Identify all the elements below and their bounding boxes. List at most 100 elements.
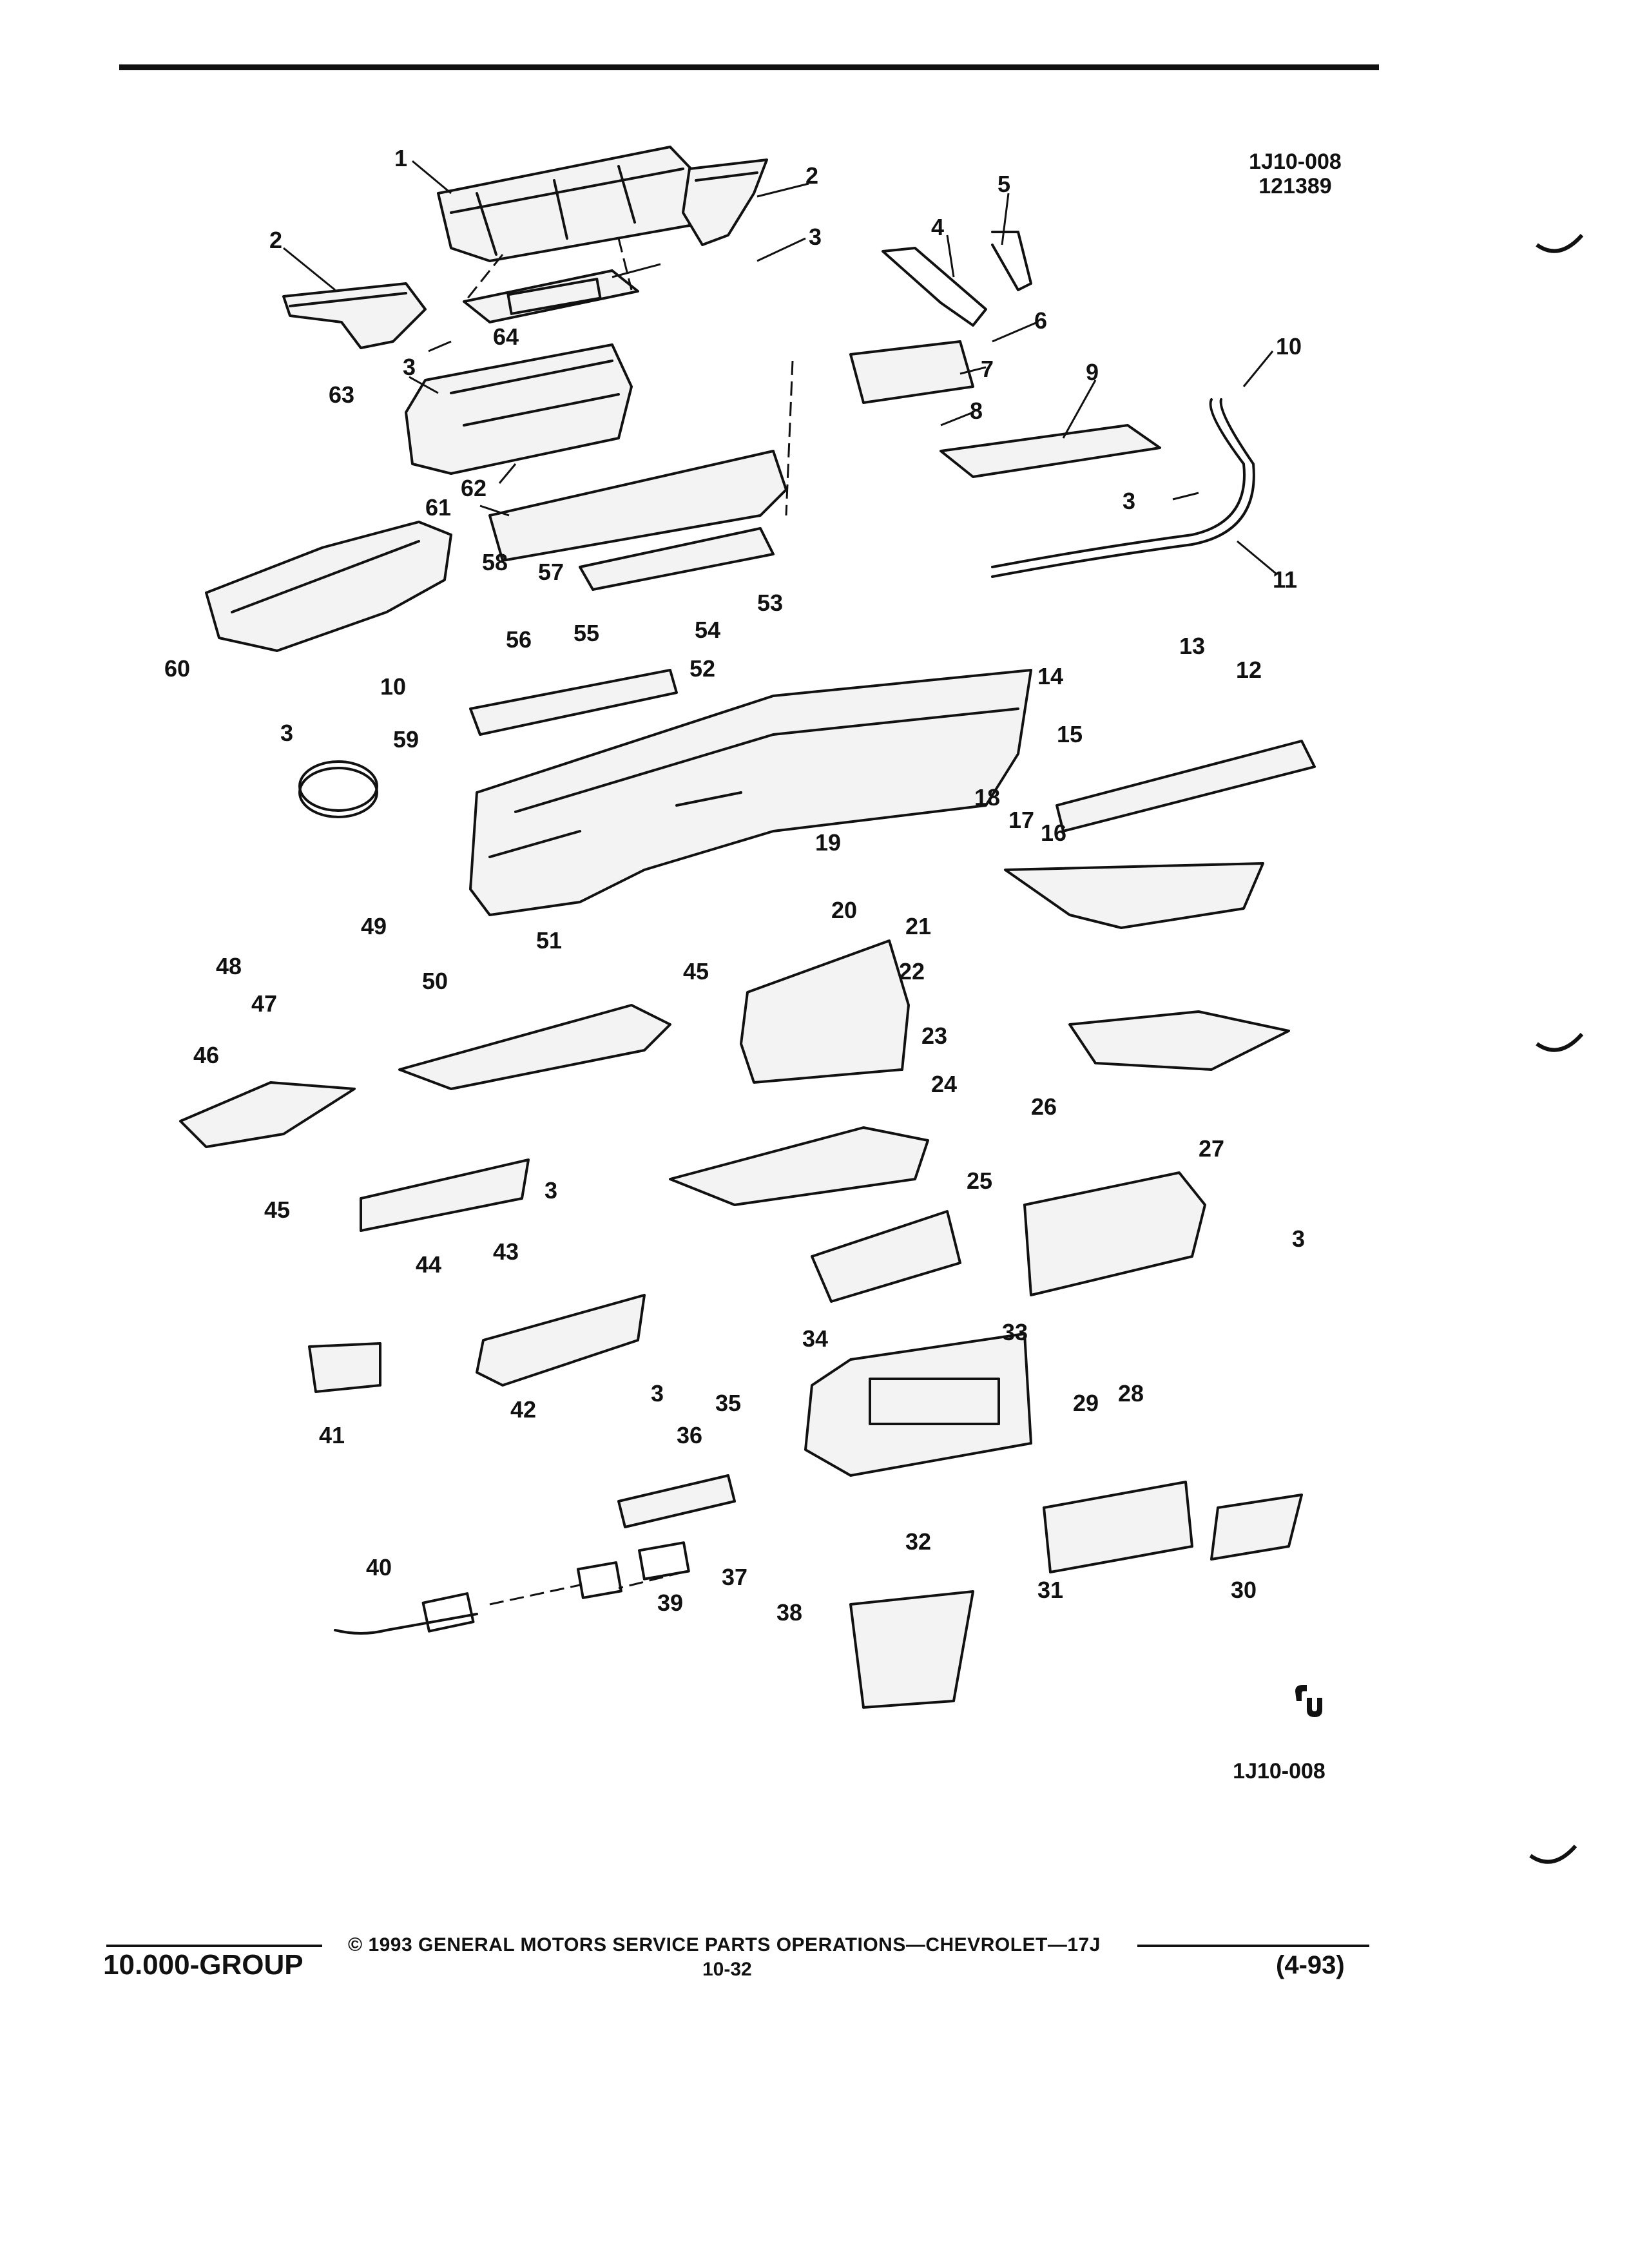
callout-41: 41	[319, 1422, 345, 1448]
part-tray-24	[669, 1126, 929, 1206]
callout-18: 18	[974, 784, 1000, 811]
callout-21: 21	[905, 913, 931, 939]
part-glove-box-27	[1023, 1171, 1206, 1296]
binder-mark-1-icon	[1536, 234, 1584, 253]
part-side-vent-left	[282, 282, 427, 349]
callout-50: 50	[422, 968, 448, 994]
part-radio-31	[1043, 1481, 1193, 1573]
footer-revision: (4-93)	[1276, 1951, 1345, 1979]
callout-12: 12	[1236, 657, 1262, 683]
callout-48: 48	[216, 953, 242, 979]
callout-52: 52	[689, 655, 715, 682]
callout-3-a: 3	[809, 224, 822, 250]
callout-3-c: 3	[1123, 488, 1135, 514]
callout-3-g: 3	[280, 720, 293, 746]
part-control-36	[617, 1474, 736, 1528]
part-tray-50	[398, 1004, 671, 1090]
callout-34: 34	[802, 1325, 828, 1352]
callout-23: 23	[921, 1023, 947, 1049]
part-duct-9	[940, 424, 1161, 478]
callout-16: 16	[1041, 820, 1066, 846]
callout-53: 53	[757, 590, 783, 616]
part-tray-26	[1068, 1010, 1290, 1071]
callout-20: 20	[831, 897, 857, 923]
part-upper-trim-64	[463, 269, 639, 323]
callout-35: 35	[715, 1390, 741, 1416]
callout-38: 38	[776, 1599, 802, 1626]
callout-54: 54	[695, 617, 720, 643]
callout-42: 42	[510, 1396, 536, 1423]
gm-mark-icon	[1295, 1685, 1322, 1717]
part-bezel-21	[740, 939, 910, 1084]
callout-51: 51	[536, 927, 562, 954]
callout-26: 26	[1031, 1093, 1057, 1120]
part-side-vent-right	[682, 159, 768, 246]
callout-29: 29	[1073, 1390, 1099, 1416]
callout-14: 14	[1037, 663, 1063, 689]
part-instrument-panel-14	[469, 669, 1032, 916]
callout-49: 49	[361, 913, 387, 939]
callout-32: 32	[905, 1528, 931, 1555]
callout-57: 57	[538, 559, 564, 585]
callout-11: 11	[1273, 566, 1297, 593]
callout-55: 55	[574, 620, 599, 646]
part-vent-56	[469, 669, 678, 736]
callout-10-left: 10	[380, 673, 406, 700]
callout-60: 60	[164, 655, 190, 682]
callout-3-b: 3	[403, 354, 416, 380]
part-lower-housing-63	[405, 343, 633, 475]
part-console-33	[804, 1332, 1032, 1477]
callout-59: 59	[393, 726, 419, 753]
callout-3-d: 3	[1292, 1225, 1305, 1252]
callout-40: 40	[366, 1554, 392, 1581]
footer-rule-left	[106, 1945, 322, 1947]
callout-4: 4	[931, 214, 944, 240]
callout-30: 30	[1231, 1577, 1257, 1603]
callout-13: 13	[1179, 633, 1205, 659]
part-hose-11	[991, 398, 1255, 578]
callout-7: 7	[981, 356, 994, 382]
callout-62: 62	[461, 475, 487, 501]
callout-9: 9	[1086, 359, 1099, 385]
part-trim-55	[579, 527, 775, 591]
part-trim-42	[476, 1294, 646, 1387]
callout-3-e: 3	[651, 1380, 664, 1407]
part-heater-duct-upper	[437, 146, 697, 262]
callout-10-right: 10	[1276, 333, 1302, 360]
callout-39: 39	[657, 1590, 683, 1616]
figure-code: 1J10-008 121389	[1249, 149, 1342, 198]
footer-rule-right	[1137, 1945, 1369, 1947]
callout-36: 36	[677, 1422, 702, 1448]
callout-3-f: 3	[545, 1177, 557, 1204]
binder-mark-2-icon	[1536, 1033, 1584, 1052]
callout-45-center: 45	[683, 958, 709, 985]
callout-46: 46	[193, 1042, 219, 1068]
callout-61: 61	[425, 494, 451, 521]
callout-19: 19	[815, 829, 841, 856]
binder-mark-3-icon	[1529, 1845, 1577, 1864]
part-module-7	[849, 340, 974, 404]
part-vent-15	[1055, 740, 1316, 832]
callout-56: 56	[506, 626, 532, 653]
callout-2-right: 2	[805, 162, 818, 189]
part-bracket-4	[882, 247, 987, 327]
part-trim-46	[179, 1081, 356, 1148]
callout-37: 37	[722, 1564, 747, 1590]
part-bezel-30	[1210, 1494, 1303, 1561]
part-vent-41	[308, 1342, 381, 1393]
callout-64: 64	[493, 323, 519, 350]
callout-22: 22	[899, 958, 925, 985]
part-lighter-37-39	[576, 1541, 690, 1599]
callout-6: 6	[1034, 307, 1047, 334]
figure-footer-code: 1J10-008	[1233, 1759, 1325, 1783]
footer-group: 10.000-GROUP	[103, 1949, 304, 1981]
callout-43: 43	[493, 1238, 519, 1265]
footer-page-number: 10-32	[702, 1959, 752, 1980]
callout-47: 47	[251, 990, 277, 1017]
part-lighter-40	[334, 1592, 478, 1635]
callout-44: 44	[416, 1251, 441, 1278]
callout-15: 15	[1057, 721, 1083, 747]
callout-45-left: 45	[264, 1196, 290, 1223]
part-panel-25	[811, 1210, 961, 1303]
